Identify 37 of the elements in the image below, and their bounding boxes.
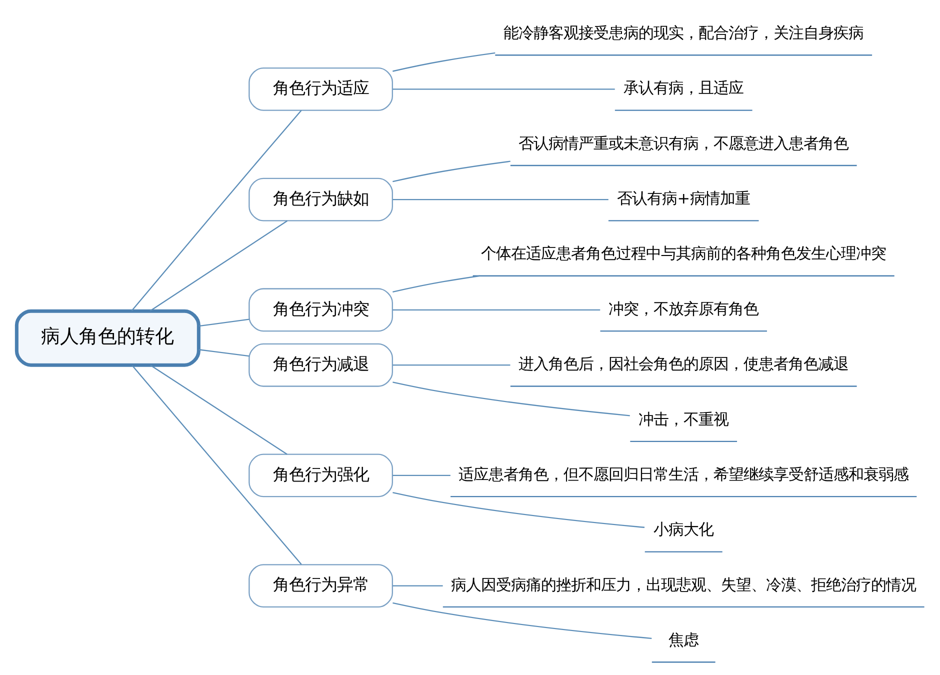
- node-text: 冲击，不重视: [638, 410, 728, 428]
- node-text: 冲突，不放弃原有角色: [608, 300, 758, 318]
- connector: [198, 349, 249, 357]
- connector: [131, 365, 302, 565]
- node-text: 否认病情严重或未意识有病，不愿意进入患者角色: [518, 134, 848, 152]
- node-box: 角色行为异常: [248, 564, 392, 608]
- node-box: 病人角色的转化: [14, 309, 200, 367]
- connector: [392, 160, 510, 182]
- node-text: 进入角色后，因社会角色的原因，使患者角色减退: [518, 355, 848, 374]
- node-box: 角色行为减退: [248, 343, 392, 387]
- node-box: 角色行为强化: [248, 454, 392, 498]
- node-text: 能冷静客观接受患病的现实，配合治疗，关注自身疾病: [503, 24, 864, 42]
- connector: [392, 602, 652, 639]
- connector: [392, 52, 495, 72]
- node-box: 角色行为适应: [248, 67, 392, 111]
- connector: [392, 275, 480, 293]
- node-text: 焦虑: [668, 631, 698, 650]
- connector: [392, 492, 644, 528]
- connector: [198, 318, 249, 327]
- node-text: 小病大化: [653, 520, 714, 539]
- node-text: 否认有病+病情加重: [616, 190, 750, 208]
- connector: [392, 309, 600, 310]
- connector: [392, 474, 450, 476]
- connector: [392, 364, 510, 366]
- node-text: 适应患者角色，但不愿回归日常生活，希望继续享受舒适感和衰弱感: [458, 465, 908, 484]
- node-box: 角色行为冲突: [248, 288, 392, 332]
- node-text: 个体在适应患者角色过程中与其病前的各种角色发生心理冲突: [480, 244, 886, 263]
- node-text: 承认有病，且适应: [623, 79, 744, 98]
- connector: [130, 110, 302, 312]
- connector: [150, 364, 287, 455]
- connector: [392, 585, 442, 586]
- connector: [149, 220, 288, 312]
- node-box: 角色行为缺如: [248, 178, 392, 222]
- connector: [392, 382, 630, 416]
- connector: [392, 88, 614, 90]
- connector: [392, 198, 608, 200]
- node-text: 病人因受病痛的挫折和压力，出现悲观、失望、冷漠、拒绝治疗的情况: [450, 576, 916, 594]
